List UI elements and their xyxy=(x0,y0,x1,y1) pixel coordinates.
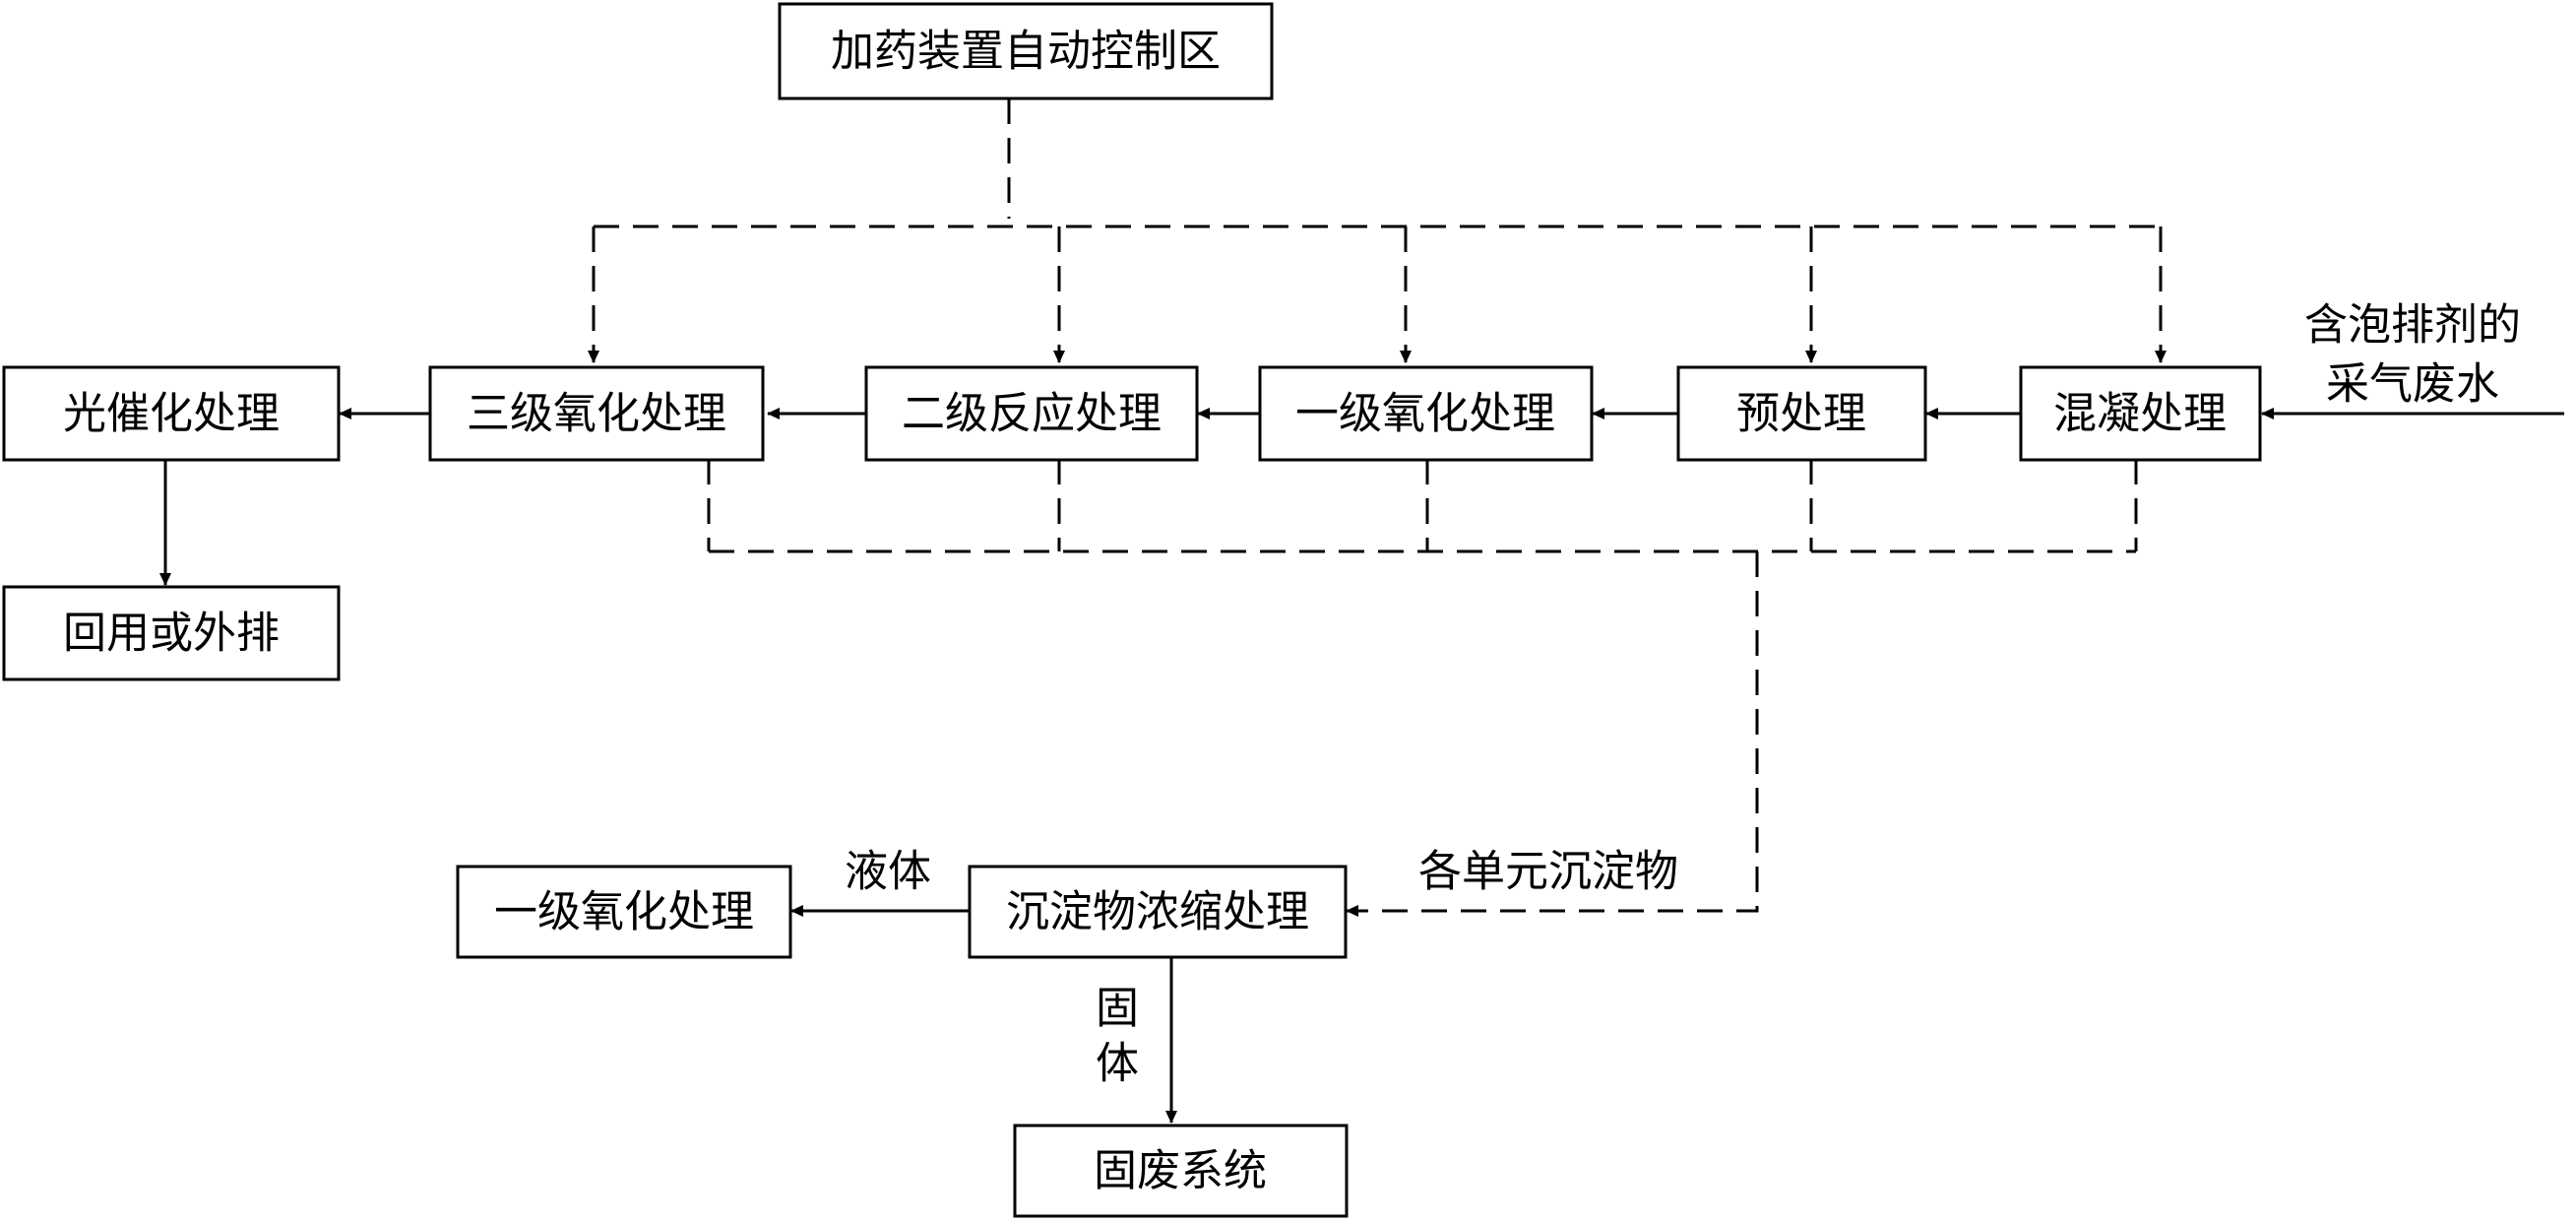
reuse-discharge-box: 回用或外排 xyxy=(2,585,341,681)
primary-oxidation-return-label: 一级氧化处理 xyxy=(494,887,754,937)
solid-flow-arrows xyxy=(159,408,2564,1124)
sediment-dashed-lines xyxy=(707,459,2138,917)
inlet-label-line1: 含泡排剂的 xyxy=(2304,300,2521,351)
control-zone-box: 加药装置自动控制区 xyxy=(778,2,1274,100)
sediment-concentration-label: 沉淀物浓缩处理 xyxy=(1006,887,1309,937)
tertiary-oxidation-label: 三级氧化处理 xyxy=(467,389,726,439)
photocatalysis-label: 光催化处理 xyxy=(63,389,280,439)
inlet-label-line2: 采气废水 xyxy=(2326,359,2499,410)
pretreatment-box: 预处理 xyxy=(1676,365,1927,462)
tertiary-oxidation-box: 三级氧化处理 xyxy=(428,365,765,462)
control-dashed-lines xyxy=(588,98,2167,363)
primary-oxidation-label: 一级氧化处理 xyxy=(1295,389,1555,439)
sediments-label: 各单元沉淀物 xyxy=(1418,847,1678,897)
coagulation-box: 混凝处理 xyxy=(2019,365,2262,462)
primary-oxidation-return-box: 一级氧化处理 xyxy=(456,865,792,959)
solid-waste-system-label: 固废系统 xyxy=(1094,1146,1267,1196)
pretreatment-label: 预处理 xyxy=(1736,389,1866,439)
reuse-discharge-label: 回用或外排 xyxy=(63,609,280,659)
solid-label-line2: 体 xyxy=(1096,1039,1139,1089)
control-zone-label: 加药装置自动控制区 xyxy=(831,27,1221,77)
solid-waste-system-box: 固废系统 xyxy=(1013,1124,1349,1218)
photocatalysis-box: 光催化处理 xyxy=(2,365,341,462)
solid-label-line1: 固 xyxy=(1096,984,1139,1034)
sediment-concentration-box: 沉淀物浓缩处理 xyxy=(968,865,1348,959)
secondary-reaction-box: 二级反应处理 xyxy=(864,365,1199,462)
liquid-label: 液体 xyxy=(845,847,931,897)
coagulation-label: 混凝处理 xyxy=(2053,389,2227,439)
primary-oxidation-box: 一级氧化处理 xyxy=(1258,365,1594,462)
secondary-reaction-label: 二级反应处理 xyxy=(902,389,1162,439)
